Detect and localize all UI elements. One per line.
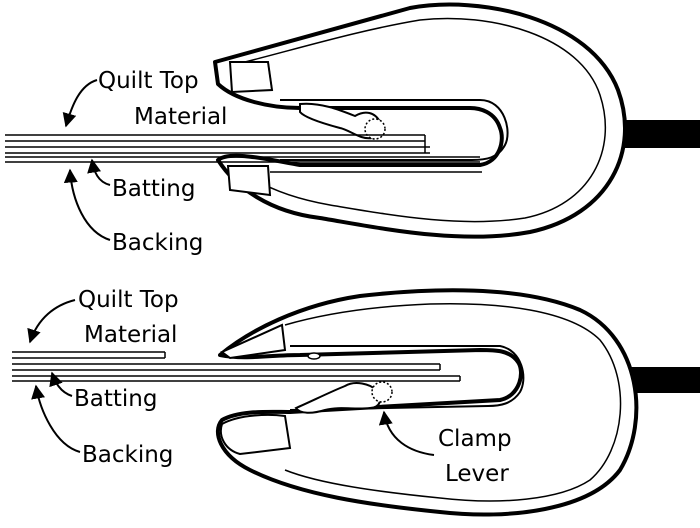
top-clamp-diagram: Quilt Top Material Batting Backing (5, 5, 700, 256)
top-clamp-body (215, 5, 625, 237)
top-clamp-upper-jaw (230, 62, 272, 92)
bottom-arrow-quilt-top (30, 300, 75, 342)
bottom-clamp-body (218, 290, 636, 514)
bottom-clamp-lower-jaw (221, 415, 290, 454)
bottom-label-clamp: Clamp (438, 426, 512, 452)
top-arrow-backing (70, 170, 110, 240)
top-clamp-lever-teeth (365, 119, 385, 139)
bottom-clamp-pivot (308, 353, 320, 359)
bottom-clamp-diagram: Quilt Top Material Batting Backing Clamp… (12, 287, 700, 515)
top-label-quilt-top: Quilt Top (98, 68, 199, 94)
bottom-clamp-lever (296, 383, 380, 413)
bottom-clamp-lever-teeth (372, 382, 392, 402)
bottom-label-backing: Backing (82, 442, 173, 468)
top-label-backing: Backing (112, 230, 203, 256)
top-arrow-batting (92, 160, 110, 185)
bottom-label-quilt-top: Quilt Top (78, 287, 179, 313)
bottom-label-lever: Lever (445, 461, 509, 487)
top-arrow-quilt-top (66, 80, 97, 126)
top-clamp-lower-jaw (228, 166, 270, 195)
top-label-batting: Batting (112, 176, 195, 202)
bottom-label-material: Material (84, 322, 177, 348)
top-label-material: Material (134, 104, 227, 130)
bottom-label-batting: Batting (74, 386, 157, 412)
